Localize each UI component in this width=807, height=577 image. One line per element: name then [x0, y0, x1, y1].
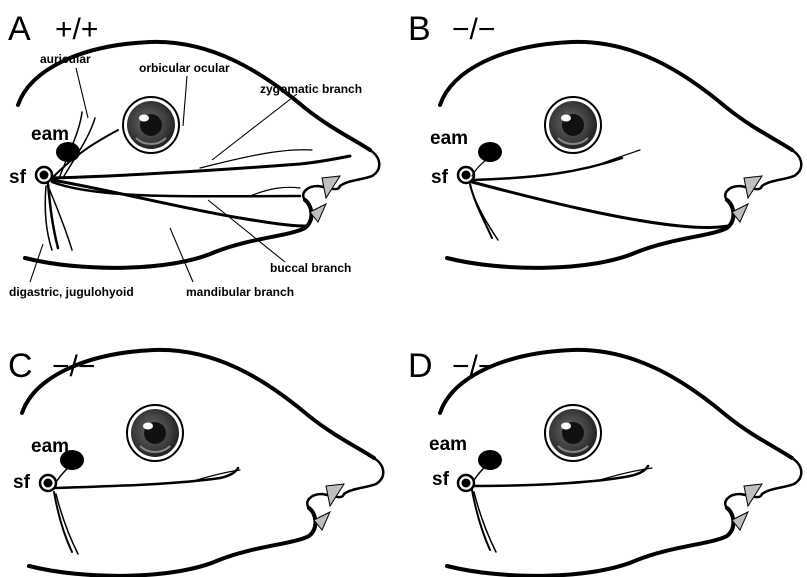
label-digastric-jugulohyoid: digastric, jugulohyoid [9, 285, 134, 299]
eam-label: eam [429, 434, 467, 455]
sf-label: sf [431, 167, 449, 188]
sf-label: sf [9, 167, 27, 188]
leader-buccal [208, 200, 285, 262]
panel-a: A +/+ eam sf auricular orbicular ocular [8, 10, 379, 299]
facial-nerve-branches [472, 458, 652, 552]
label-orbicular-ocular: orbicular ocular [139, 61, 230, 75]
sf-label: sf [432, 469, 450, 490]
eam-label: eam [430, 128, 468, 149]
head-outline [18, 42, 379, 268]
facial-nerve-branches [54, 460, 240, 554]
panel-c: C −/− eam sf [8, 347, 383, 576]
panel-b: B −/− eam sf [408, 10, 801, 268]
sf-label: sf [13, 472, 31, 493]
panel-letter: D [408, 347, 433, 385]
panel-d: D −/− eam sf [408, 347, 801, 576]
label-auricular: auricular [40, 52, 91, 66]
leader-auricular [76, 68, 88, 118]
leader-zygomatic [212, 94, 297, 160]
panel-letter: B [408, 10, 431, 48]
genotype-label: −/− [452, 13, 495, 46]
eam-label: eam [31, 124, 69, 145]
panel-letter: C [8, 347, 33, 385]
label-zygomatic-branch: zygomatic branch [260, 82, 362, 96]
panel-letter: A [8, 10, 31, 48]
facial-nerve-branches [470, 150, 728, 240]
leader-orbicular [183, 76, 187, 126]
genotype-label: +/+ [55, 13, 98, 46]
head-outline [22, 350, 383, 576]
label-mandibular-branch: mandibular branch [186, 285, 294, 299]
label-buccal-branch: buccal branch [270, 261, 351, 275]
leader-mandibular [170, 228, 193, 282]
head-outline [440, 350, 801, 576]
eam-label: eam [31, 436, 69, 457]
